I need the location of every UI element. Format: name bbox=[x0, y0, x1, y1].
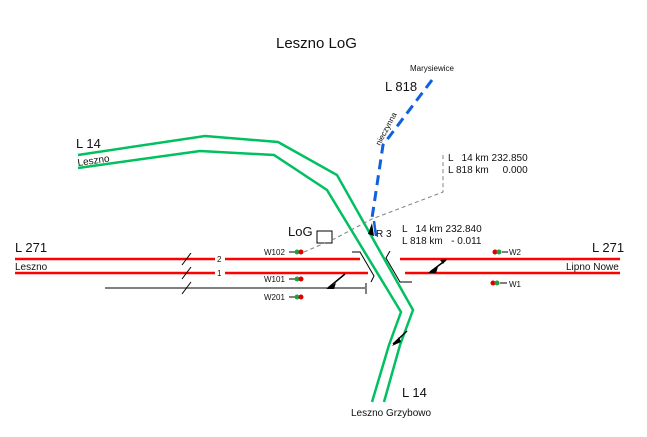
signal-w101-label: W101 bbox=[264, 275, 285, 284]
signal-red-lamp-icon bbox=[492, 249, 498, 255]
km-marker-1-row1: L 14 km 232.850 bbox=[448, 153, 528, 164]
signal-red-lamp-icon bbox=[298, 294, 304, 300]
signal-w102[interactable]: W102 bbox=[264, 248, 304, 257]
signal-green-lamp-icon bbox=[496, 249, 502, 255]
section-break-marks bbox=[181, 252, 192, 295]
signal-w2-label: W2 bbox=[509, 248, 522, 257]
line-14-track-upper bbox=[77, 134, 415, 403]
crossover-arrow-icon bbox=[326, 283, 336, 289]
crossover-arrow-icon bbox=[392, 337, 401, 346]
signal-w201[interactable]: W201 bbox=[264, 293, 304, 302]
signal-green-lamp-icon bbox=[294, 249, 300, 255]
line-271-west-destination: Leszno bbox=[15, 262, 48, 273]
crossover-arrow-icon bbox=[428, 267, 438, 273]
line-14-south-number: L 14 bbox=[402, 385, 427, 400]
signal-green-lamp-icon bbox=[494, 280, 500, 286]
km-marker-1-row2: L 818 km 0.000 bbox=[448, 165, 528, 176]
line-271-east-destination: Lipno Nowe bbox=[566, 262, 619, 273]
line-271-west-number: L 271 bbox=[15, 240, 47, 255]
switch-r3-label: R 3 bbox=[376, 229, 392, 240]
log-post-label: LoG bbox=[288, 224, 313, 239]
line-14-track-lower bbox=[77, 149, 403, 403]
signal-w101[interactable]: W101 bbox=[264, 275, 304, 284]
km-marker-leader bbox=[331, 152, 444, 241]
km-marker-2-row2: L 818 km - 0.011 bbox=[402, 236, 482, 247]
signal-w1-label: W1 bbox=[509, 280, 522, 289]
line-818-number: L 818 bbox=[385, 79, 417, 94]
signal-green-lamp-icon bbox=[294, 294, 300, 300]
log-post-box bbox=[316, 230, 333, 244]
signal-leader-w102 bbox=[303, 242, 326, 253]
signal-red-lamp-icon bbox=[298, 276, 304, 282]
signal-w201-label: W201 bbox=[264, 293, 285, 302]
track-number-1: 1 bbox=[217, 269, 222, 278]
signal-green-lamp-icon bbox=[294, 276, 300, 282]
signal-red-lamp-icon bbox=[298, 249, 304, 255]
signal-red-lamp-icon bbox=[490, 280, 496, 286]
line-818-destination: Marysiewice bbox=[410, 64, 455, 73]
track-number-2: 2 bbox=[217, 255, 222, 264]
line-14-west-destination: Leszno bbox=[77, 154, 111, 169]
signal-w1[interactable]: W1 bbox=[490, 280, 522, 289]
line-818-status: nieczynna bbox=[374, 110, 399, 147]
line-818-track bbox=[370, 79, 434, 219]
switch-r3-icon bbox=[368, 223, 374, 236]
crossover-siding bbox=[327, 273, 346, 289]
line-14-south-destination: Leszno Grzybowo bbox=[351, 408, 431, 419]
line-271-east-number: L 271 bbox=[592, 240, 624, 255]
crossover-arrow-icon bbox=[440, 259, 447, 264]
bridge-bracket-east bbox=[385, 250, 412, 283]
diagram-title: Leszno LoG bbox=[276, 35, 357, 52]
km-marker-2-row1: L 14 km 232.840 bbox=[402, 224, 482, 235]
switch-r3-blade bbox=[372, 220, 378, 237]
signal-w2[interactable]: W2 bbox=[492, 248, 522, 257]
bridge-bracket-west-upper bbox=[352, 251, 375, 283]
signal-w102-label: W102 bbox=[264, 248, 285, 257]
line-14-west-number: L 14 bbox=[76, 136, 101, 151]
